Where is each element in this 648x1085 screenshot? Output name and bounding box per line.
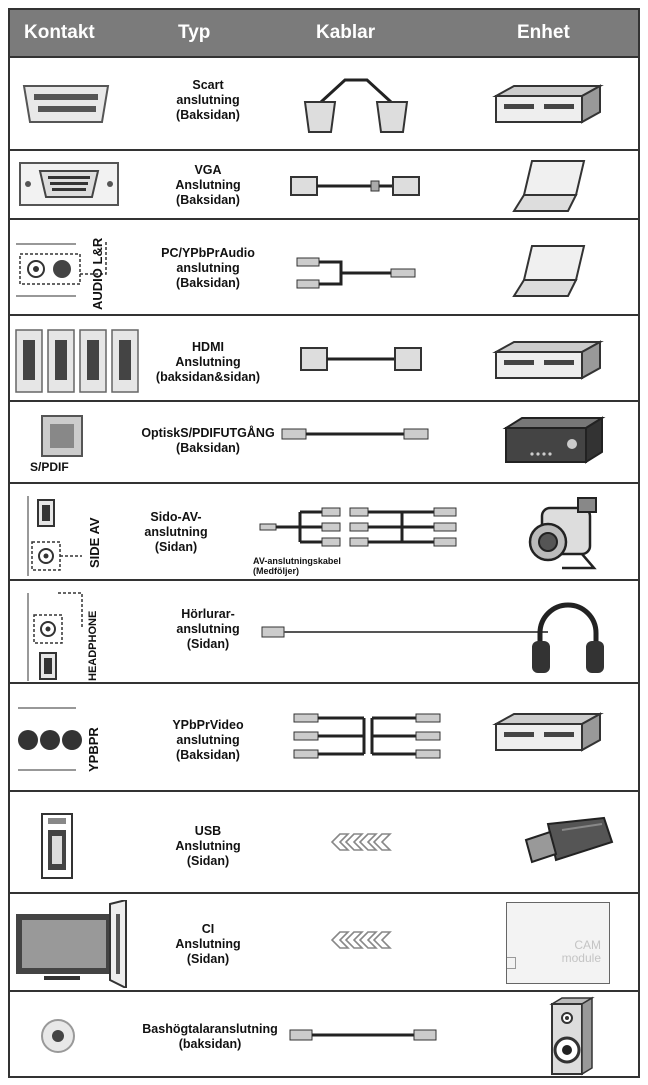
table-row: SIDE AV Sido-AV-anslutning(Sidan) AV-ans… (10, 482, 638, 579)
vga-cable-icon (290, 176, 420, 196)
optical-cable-icon (281, 428, 429, 440)
audio-y-cable-icon (296, 257, 416, 289)
row-type: OptiskS/PDIFUTGÅNG(Baksidan) (141, 426, 275, 455)
camcorder-icon (528, 497, 597, 570)
headphone-jack-icon (27, 592, 83, 681)
av-cable-note: AV-anslutningskabel(Medföljer) (253, 556, 341, 576)
insert-arrows-icon (330, 833, 392, 851)
cam-notch-icon (507, 957, 516, 969)
headphones-icon (532, 602, 604, 673)
header-device: Enhet (517, 22, 570, 43)
usb-port-icon (41, 813, 73, 879)
table-header: Kontakt Typ Kablar Enhet (10, 10, 638, 56)
table-row: HEADPHONE Hörlurar-anslutning(Sidan) (10, 579, 638, 682)
table-row: S/PDIF OptiskS/PDIFUTGÅNG(Baksidan) (10, 400, 638, 482)
side-av-label: SIDE AV (87, 517, 102, 568)
hdmi-cable-icon (300, 347, 422, 371)
av-split-cable-icon (259, 507, 457, 547)
scart-cable-icon (303, 78, 409, 133)
spdif-connector-icon (41, 415, 83, 457)
ypbpr-connector-icon (18, 707, 82, 771)
subwoofer-speaker-icon (549, 996, 595, 1076)
subwoofer-jack-icon (41, 1019, 75, 1053)
audio-lr-connector-icon (16, 242, 107, 297)
audio-lr-label: AUDIO L&R (90, 237, 105, 310)
scart-connector-icon (22, 85, 110, 123)
component-cable-icon (293, 713, 441, 759)
header-cables: Kablar (316, 22, 376, 43)
hdmi-connector-icon (15, 329, 139, 393)
laptop-icon (512, 160, 586, 212)
usb-stick-icon (524, 816, 614, 864)
audio-receiver-icon (502, 416, 606, 464)
row-type: Hörlurar-anslutning(Sidan) (176, 607, 240, 651)
insert-arrows-icon (330, 931, 392, 949)
ypbpr-label: YPBPR (86, 727, 101, 772)
table-row: Bashögtalaranslutning(baksidan) (10, 990, 638, 1078)
laptop-icon (512, 245, 586, 297)
row-type: Sido-AV-anslutning(Sidan) (144, 510, 208, 554)
dvd-recorder-icon (492, 340, 604, 380)
ci-slot-tv-icon (16, 900, 127, 988)
spdif-label: S/PDIF (30, 460, 69, 474)
dvd-recorder-icon (492, 712, 604, 752)
headphone-label: HEADPHONE (87, 610, 99, 681)
headphone-cable-icon (261, 626, 548, 638)
side-av-connector-icon (27, 496, 82, 576)
dvd-recorder-icon (492, 84, 604, 124)
row-type: Bashögtalaranslutning(baksidan) (142, 1022, 278, 1051)
header-contact: Kontakt (24, 22, 95, 43)
rca-cable-icon (289, 1029, 437, 1041)
vga-connector-icon (19, 162, 119, 206)
header-type: Typ (178, 22, 211, 43)
